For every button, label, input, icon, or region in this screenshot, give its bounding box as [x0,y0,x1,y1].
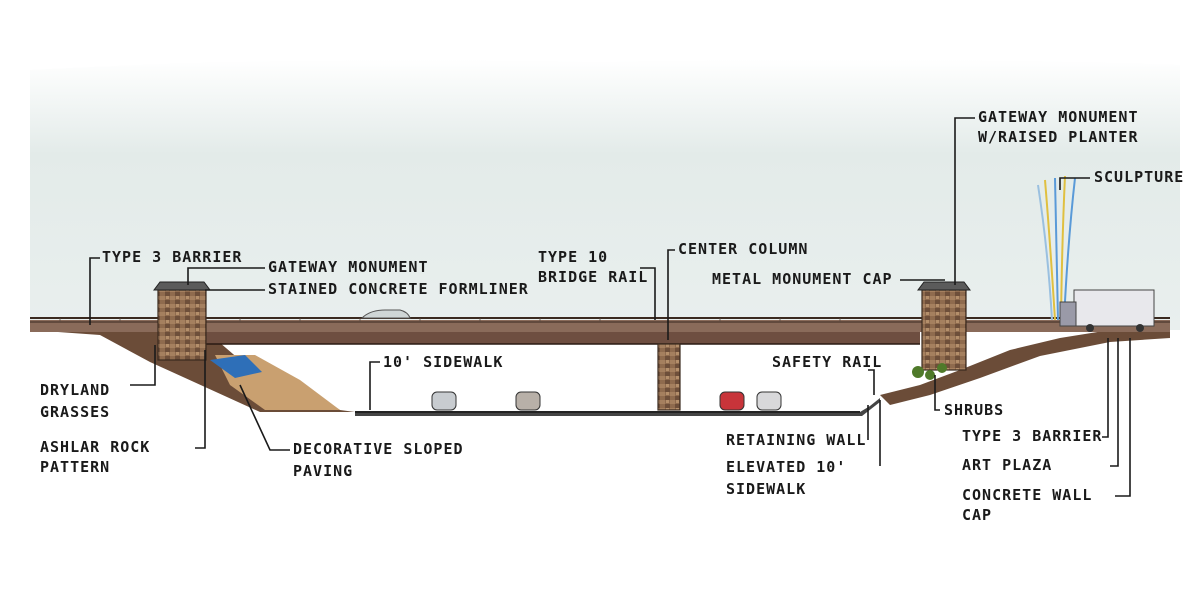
label-elevated-line1: ELEVATED 10' [726,458,846,476]
label-shrubs: SHRUBS [944,401,1004,419]
label-decorative-line1: DECORATIVE SLOPED [293,440,464,458]
bridge-girder [200,332,920,344]
label-type10-line1: TYPE 10 [538,248,608,266]
leader-lines [89,117,1131,497]
label-dryland-line1: DRYLAND [40,381,110,399]
label-center-column: CENTER COLUMN [678,240,808,258]
label-type10-line2: BRIDGE RAIL [538,268,648,286]
label-type3-barrier-right: TYPE 3 BARRIER [962,427,1102,445]
label-ashlar-line1: ASHLAR ROCK [40,438,150,456]
bridge-deck [30,320,1170,332]
label-gateway-right-line2: W/RAISED PLANTER [978,128,1139,146]
right-monument-pillar [921,289,967,371]
truck [1059,289,1155,332]
label-sculpture: SCULPTURE [1094,168,1184,186]
label-concrete-cap-line1: CONCRETE WALL [962,486,1092,504]
right-embankment [880,330,1170,405]
sky-wash [30,59,1180,330]
center-column [657,343,681,411]
label-type3-barrier-left: TYPE 3 BARRIER [102,248,242,266]
label-retaining-wall: RETAINING WALL [726,431,866,449]
label-metal-cap: METAL MONUMENT CAP [712,270,893,288]
label-art-plaza: ART PLAZA [962,456,1052,474]
label-decorative-line2: PAVING [293,462,353,480]
label-safety-rail: SAFETY RAIL [772,353,882,371]
label-concrete-cap-line2: CAP [962,506,992,524]
deck-car [360,309,411,319]
label-gateway-monument-left: GATEWAY MONUMENT [268,258,429,276]
left-monument-pillar [157,289,207,361]
label-dryland-line2: GRASSES [40,403,110,421]
shrubs [912,363,947,380]
label-stained-concrete: STAINED CONCRETE FORMLINER [268,280,529,298]
label-sidewalk: 10' SIDEWALK [383,353,503,371]
paving-blue-area [210,355,262,378]
label-ashlar-line2: PATTERN [40,458,110,476]
label-gateway-right-line1: GATEWAY MONUMENT [978,108,1139,126]
underpass-cars [431,391,782,411]
label-elevated-line2: SIDEWALK [726,480,806,498]
